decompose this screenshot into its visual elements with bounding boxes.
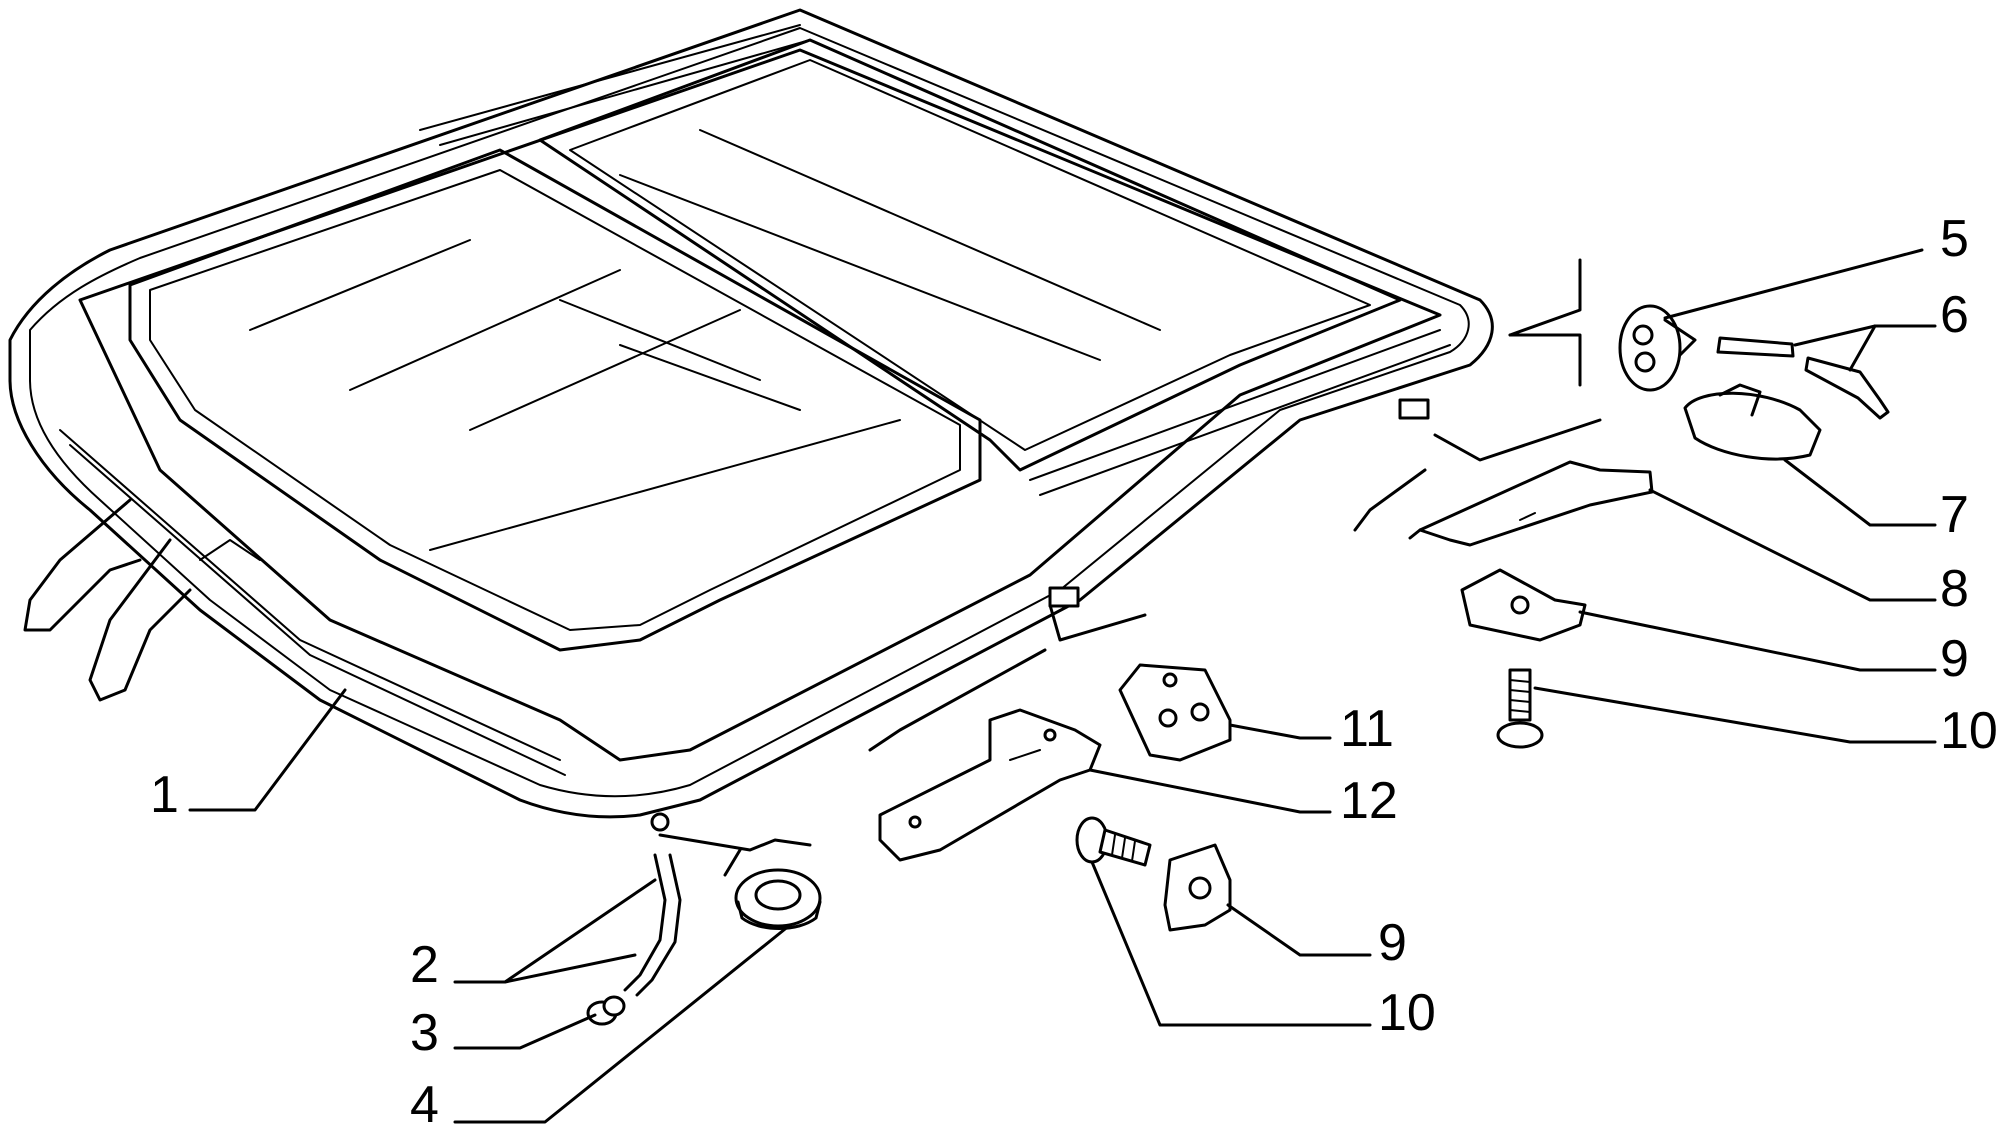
callout-11: 11 [1340, 700, 1394, 758]
callout-3: 3 [410, 1004, 439, 1062]
callout-10-upper: 10 [1940, 702, 1998, 760]
cover-cap [1683, 383, 1822, 461]
callout-numbers: 1 2 3 4 5 6 7 8 9 10 11 12 9 10 [150, 210, 1998, 1126]
callout-5: 5 [1940, 210, 1969, 268]
callout-8: 8 [1940, 560, 1969, 618]
callout-7: 7 [1940, 486, 1969, 544]
drain-hose [623, 853, 682, 997]
bolt-lower [1075, 816, 1152, 867]
sunroof-frame-assembly [8, 8, 1494, 832]
callout-4: 4 [410, 1076, 439, 1126]
grommet [734, 868, 822, 930]
callout-2: 2 [410, 936, 439, 994]
bolt-upper [1496, 668, 1544, 749]
bracket-plate [1408, 460, 1654, 547]
speed-nut-lower [1163, 843, 1232, 932]
bracket-block [1118, 663, 1232, 762]
callout-10-lower: 10 [1378, 984, 1436, 1042]
speed-nut-upper [1460, 568, 1587, 642]
hose-clip [586, 995, 626, 1026]
callout-9-upper: 9 [1940, 630, 1969, 688]
callout-9-lower: 9 [1378, 914, 1407, 972]
seal-strips [1716, 336, 1890, 420]
leader-lines [188, 248, 1937, 1124]
switch-housing [1618, 304, 1697, 392]
callout-12: 12 [1340, 772, 1398, 830]
callout-1: 1 [150, 766, 179, 824]
mounting-bracket [878, 708, 1102, 862]
callout-6: 6 [1940, 286, 1969, 344]
